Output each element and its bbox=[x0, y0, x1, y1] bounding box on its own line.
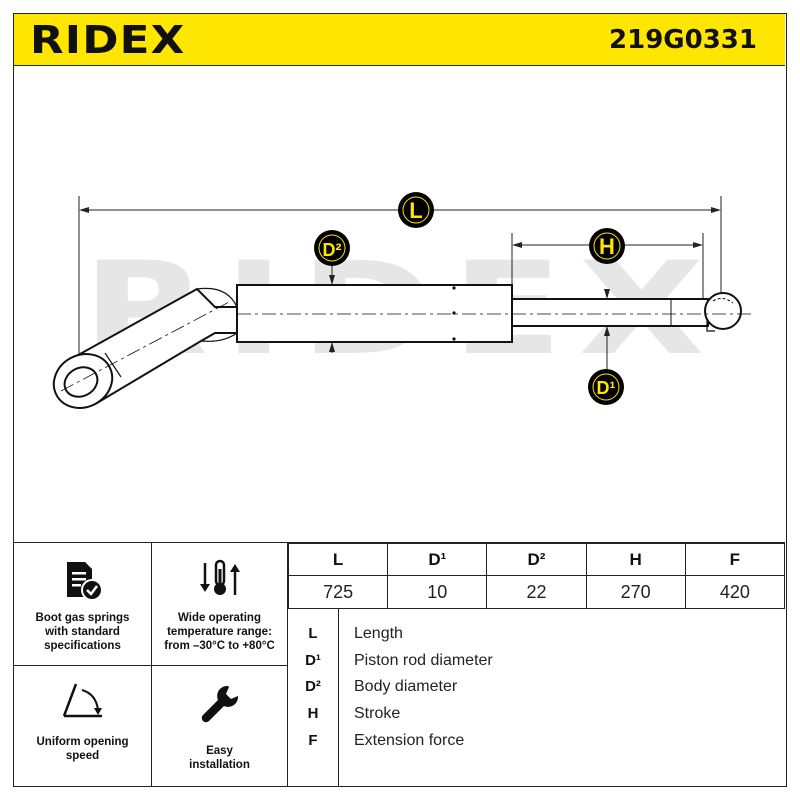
product-sheet: RIDEX 219G0331 RIDEX L bbox=[13, 13, 787, 787]
label-d1: D¹ bbox=[597, 378, 616, 398]
legend-text: Body diameter bbox=[354, 678, 458, 695]
technical-drawing: RIDEX L H bbox=[14, 67, 785, 542]
label-d2: D² bbox=[323, 240, 342, 260]
legend-text: Stroke bbox=[354, 705, 401, 722]
legend-row: F Extension force bbox=[288, 728, 785, 754]
brand-logo: RIDEX bbox=[30, 18, 186, 62]
centre-line-arm bbox=[60, 300, 232, 392]
opening-angle-icon bbox=[14, 678, 151, 727]
spec-value-f: 420 bbox=[684, 575, 786, 609]
temperature-arrows-icon bbox=[152, 557, 287, 606]
spec-header-row: L D¹ D² H F bbox=[287, 543, 786, 576]
spec-value-l: 725 bbox=[287, 575, 389, 609]
label-h: H bbox=[599, 234, 615, 259]
legend-row: H Stroke bbox=[288, 701, 785, 727]
spec-header-d2: D² bbox=[486, 543, 587, 576]
legend-key: L bbox=[308, 625, 318, 642]
legend-key: H bbox=[307, 705, 319, 722]
label-l: L bbox=[409, 198, 422, 223]
legend-row: D¹ Piston rod diameter bbox=[288, 648, 785, 674]
spec-header-d1: D¹ bbox=[387, 543, 488, 576]
legend-text: Piston rod diameter bbox=[354, 652, 493, 669]
spec-header-f: F bbox=[684, 543, 786, 576]
gas-spring-diagram: RIDEX L H bbox=[52, 192, 751, 409]
legend-row: D² Body diameter bbox=[288, 674, 785, 700]
legend-row: L Length bbox=[288, 621, 785, 647]
legend-text: Extension force bbox=[354, 732, 465, 749]
document-check-icon bbox=[14, 559, 151, 608]
dimension-d2: D² bbox=[314, 230, 350, 353]
spec-header-h: H bbox=[585, 543, 686, 576]
legend-key: F bbox=[308, 732, 318, 749]
spec-value-row: 725 10 22 270 420 bbox=[287, 575, 786, 609]
spec-table: L D¹ D² H F 725 10 22 270 420 bbox=[287, 543, 786, 609]
spec-value-d1: 10 bbox=[387, 575, 488, 609]
legend-key: D¹ bbox=[305, 652, 321, 669]
dimension-d1: D¹ bbox=[588, 289, 624, 405]
legend-text: Length bbox=[354, 625, 403, 642]
part-number: 219G0331 bbox=[609, 25, 757, 55]
legend-key: D² bbox=[305, 678, 321, 695]
wrench-icon bbox=[152, 682, 287, 731]
legend: L Length D¹ Piston rod diameter D² Body … bbox=[288, 609, 785, 786]
spec-value-h: 270 bbox=[585, 575, 686, 609]
gas-spring-part bbox=[52, 284, 742, 409]
legend-divider bbox=[338, 609, 339, 786]
dimension-l: L bbox=[78, 192, 722, 373]
spec-value-d2: 22 bbox=[486, 575, 587, 609]
spec-header-l: L bbox=[287, 543, 389, 576]
header-bar: RIDEX 219G0331 bbox=[14, 14, 785, 66]
